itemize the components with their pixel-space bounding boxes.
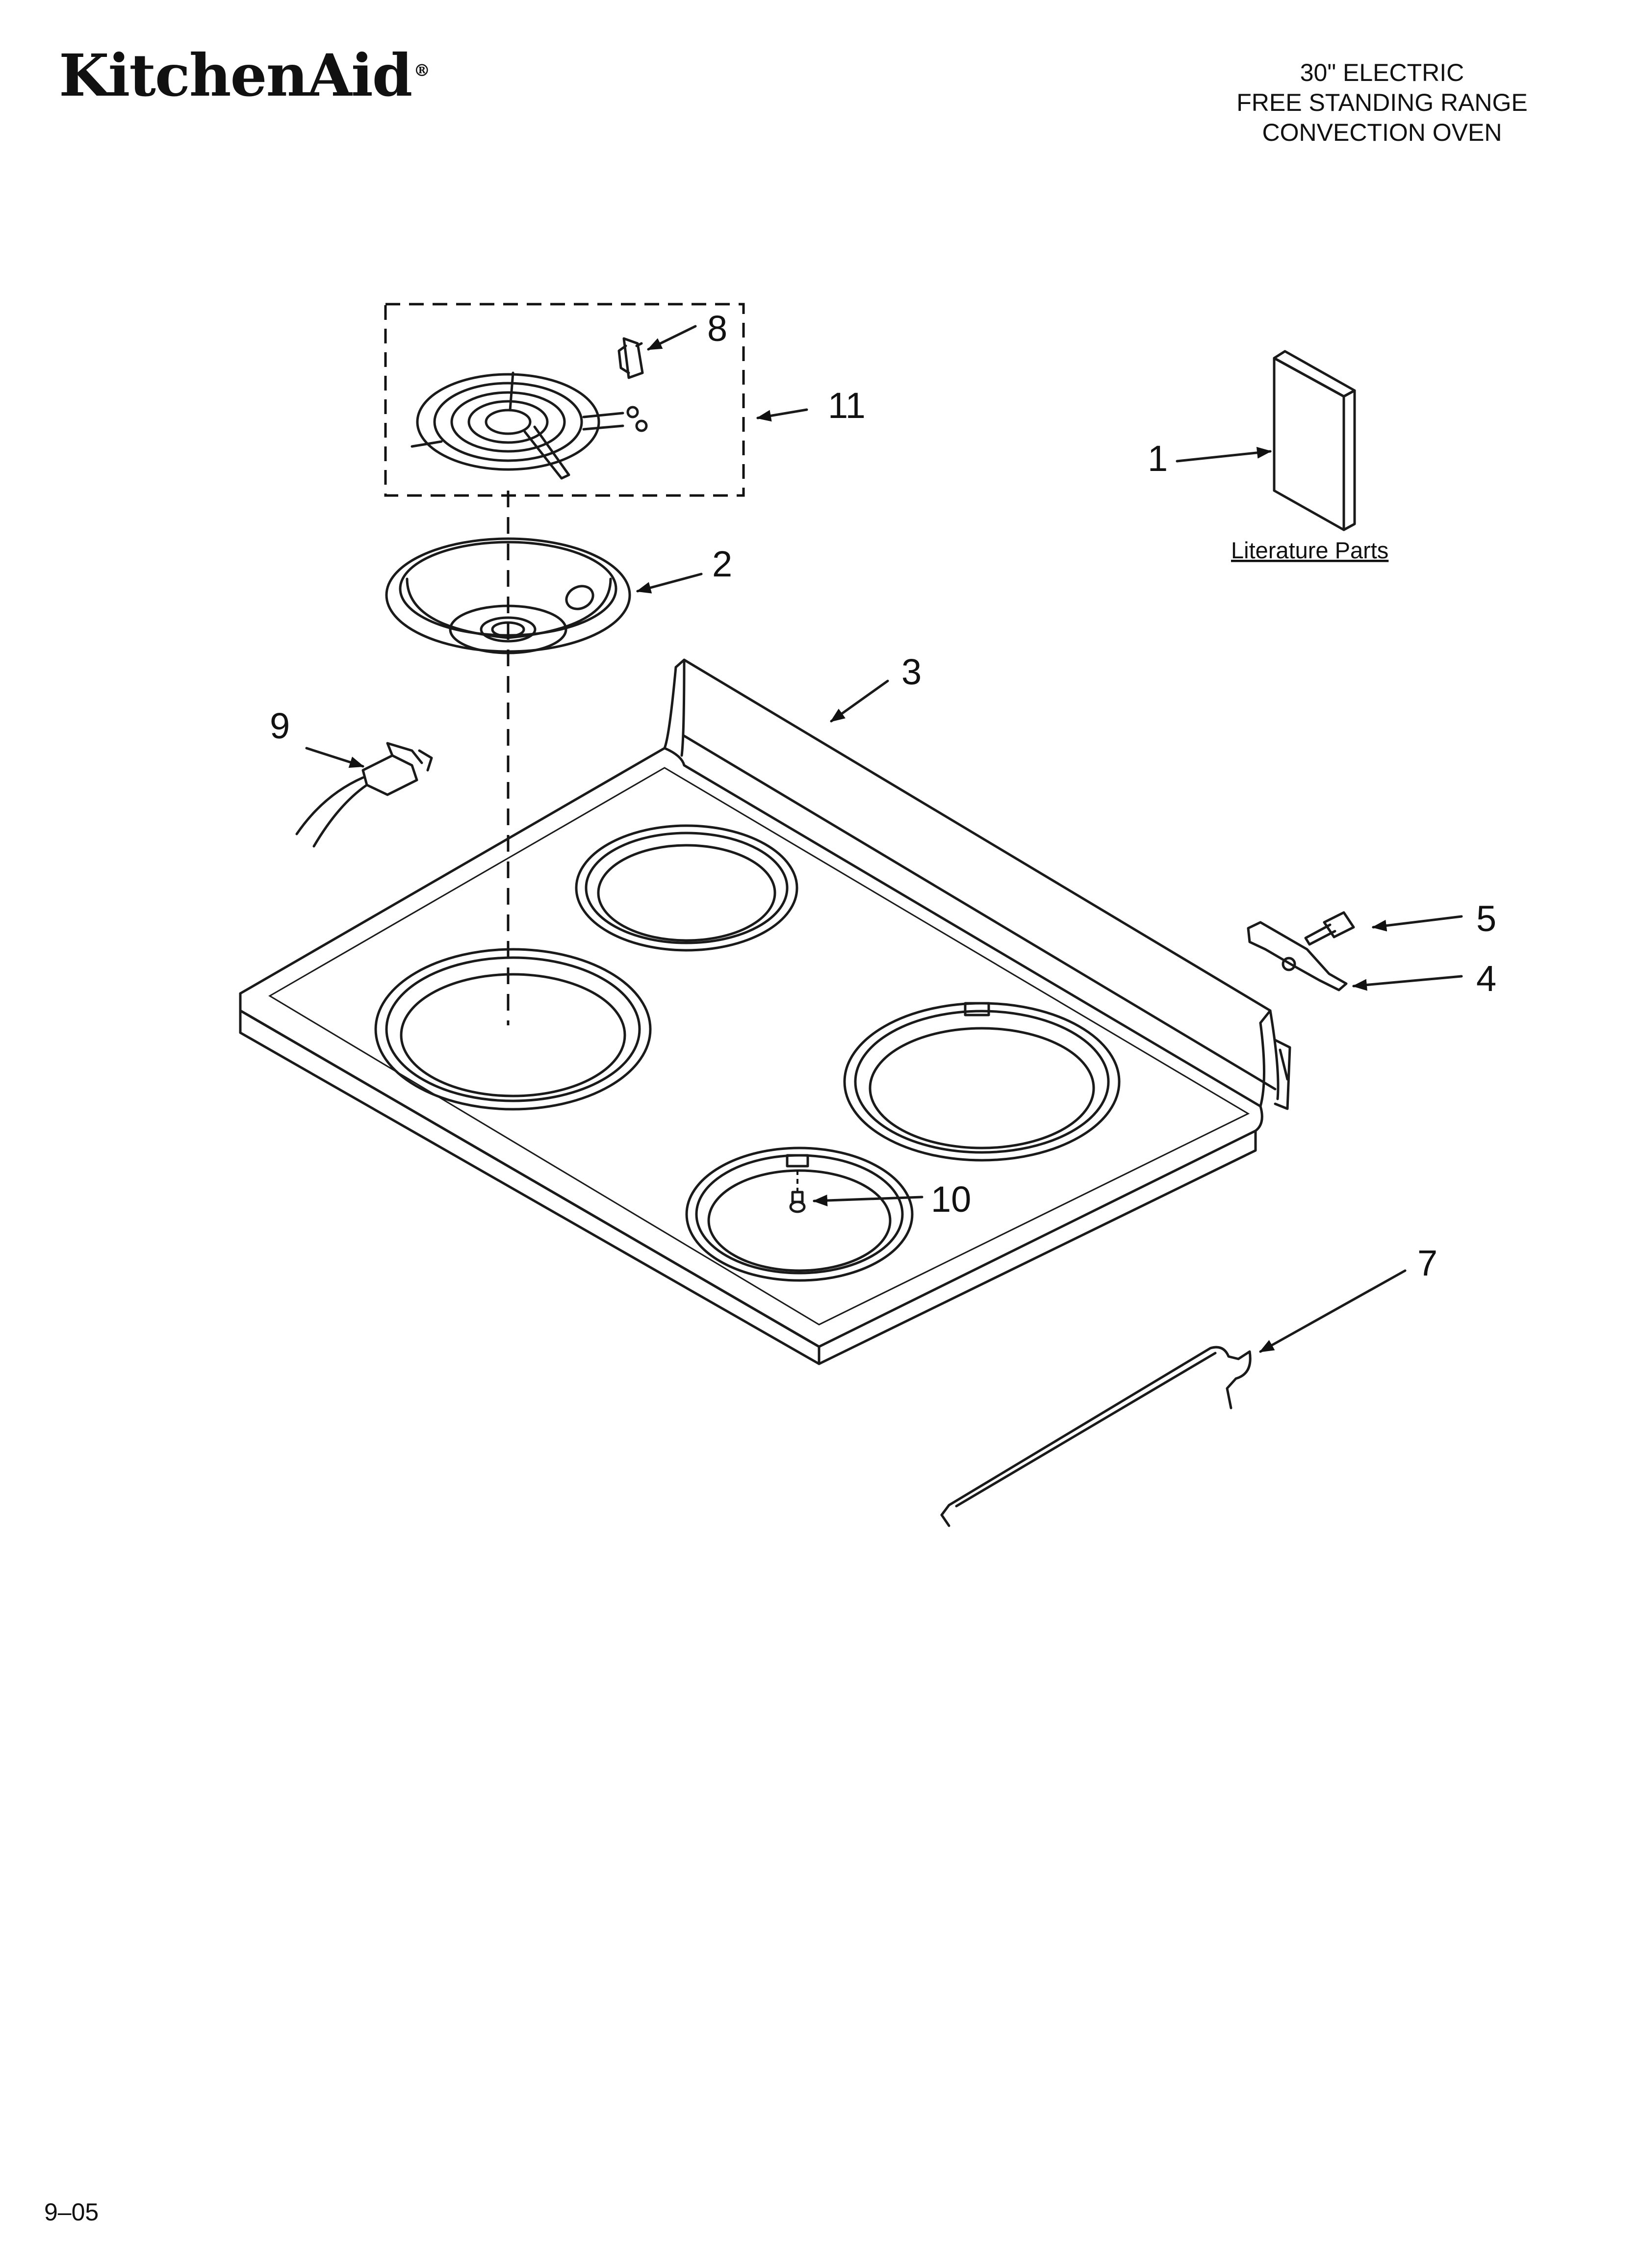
callout-8: 8 xyxy=(707,308,727,349)
part-11-surface-element xyxy=(410,371,648,480)
callout-9: 9 xyxy=(270,705,290,746)
burner-opening-front-right xyxy=(685,1147,914,1282)
burner-opening-front-left xyxy=(374,948,652,1111)
leader-4 xyxy=(1352,975,1463,991)
title-line-1: 30" ELECTRIC xyxy=(1300,59,1464,86)
title-line-3: CONVECTION OVEN xyxy=(1262,119,1502,146)
burner-opening-rear-left xyxy=(575,824,798,952)
leader-3 xyxy=(830,679,889,723)
part-5-screw xyxy=(1304,911,1355,946)
part-1-literature xyxy=(1273,350,1356,531)
literature-parts-label: Literature Parts xyxy=(1231,537,1388,563)
leader-10 xyxy=(813,1195,924,1207)
part-4-bracket xyxy=(1247,921,1348,991)
title-line-2: FREE STANDING RANGE xyxy=(1236,89,1528,116)
element-assembly-box xyxy=(384,303,745,497)
diagram-title: 30" ELECTRIC FREE STANDING RANGE CONVECT… xyxy=(1186,58,1578,148)
leader-11 xyxy=(756,408,808,422)
callout-10: 10 xyxy=(931,1179,971,1220)
leader-1 xyxy=(1176,446,1272,463)
callout-4: 4 xyxy=(1476,958,1496,999)
callout-2: 2 xyxy=(712,544,732,584)
registered-mark: ® xyxy=(413,60,430,80)
callout-1: 1 xyxy=(1148,438,1168,479)
kitchenaid-logo: KitchenAid® xyxy=(59,41,430,109)
leader-8 xyxy=(647,325,697,351)
callout-7: 7 xyxy=(1417,1243,1437,1283)
leader-2 xyxy=(636,573,703,594)
date-code: 9–05 xyxy=(44,2198,99,2226)
callout-3: 3 xyxy=(901,652,922,692)
burner-opening-rear-right xyxy=(843,1002,1121,1162)
leader-9 xyxy=(305,747,364,768)
part-3-cooktop xyxy=(239,658,1291,1365)
part-8-terminal-block xyxy=(617,337,644,379)
callout-5: 5 xyxy=(1476,898,1496,939)
callout-11: 11 xyxy=(828,385,866,426)
leader-7 xyxy=(1259,1269,1407,1353)
part-9-wire-connector xyxy=(295,742,433,848)
leader-5 xyxy=(1372,915,1463,932)
part-7-rod xyxy=(940,1346,1252,1527)
part-10-screw xyxy=(789,1170,806,1213)
